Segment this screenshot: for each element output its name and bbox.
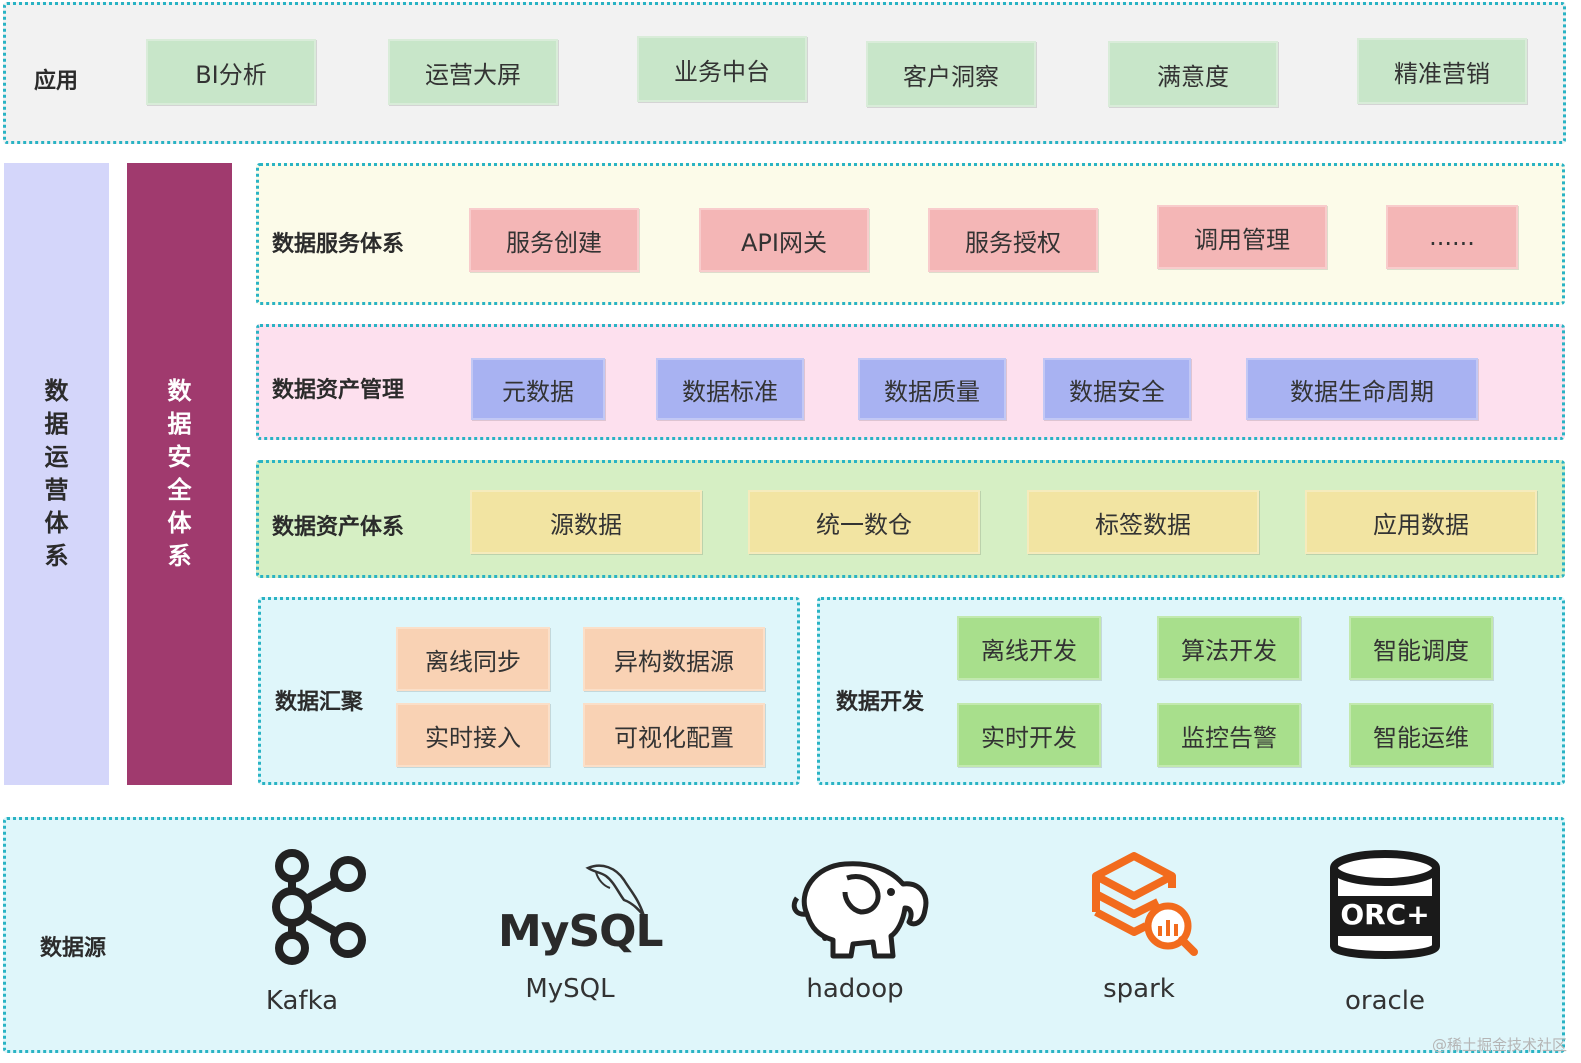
data-service-panel: 数据服务体系: [256, 163, 1565, 305]
data-source-label: 数据源: [40, 936, 107, 961]
oracle-label: oracle: [1344, 986, 1426, 1016]
api-gateway[interactable]: API网关: [699, 208, 869, 272]
orc-database-icon: [1330, 850, 1440, 959]
data-security[interactable]: 数据安全: [1043, 358, 1191, 420]
realtime-dev[interactable]: 实时开发: [957, 703, 1101, 767]
data-lifecycle[interactable]: 数据生命周期: [1246, 358, 1478, 420]
app-item-ops-screen[interactable]: 运营大屏: [388, 39, 558, 105]
app-item-bi[interactable]: BI分析: [146, 39, 316, 105]
orc-logo-text: ORC+: [1340, 898, 1430, 931]
app-item-customer-insight[interactable]: 客户洞察: [866, 41, 1036, 107]
data-development-label: 数据开发: [836, 690, 925, 715]
data-service-label: 数据服务体系: [272, 232, 405, 257]
monitor-alert[interactable]: 监控告警: [1157, 703, 1301, 767]
watermark: @稀土掘金技术社区: [1431, 1036, 1567, 1054]
data-ops-system-label: 数据运营体系: [44, 377, 69, 570]
service-create[interactable]: 服务创建: [469, 208, 639, 272]
app-item-business-platform[interactable]: 业务中台: [637, 36, 807, 102]
service-authorization[interactable]: 服务授权: [928, 208, 1098, 272]
data-security-system-bar: 数据安全体系: [127, 163, 232, 785]
data-source-panel: 数据源: [3, 817, 1565, 1053]
smart-scheduling[interactable]: 智能调度: [1349, 616, 1493, 680]
tag-data[interactable]: 标签数据: [1027, 490, 1259, 554]
application-label: 应用: [34, 69, 79, 94]
data-standard[interactable]: 数据标准: [656, 358, 804, 420]
call-management[interactable]: 调用管理: [1157, 205, 1327, 269]
data-ops-system-bar: 数据运营体系: [4, 163, 109, 785]
hadoop-elephant-icon: [791, 861, 929, 959]
kafka-icon: [272, 849, 366, 965]
data-security-system-label: 数据安全体系: [167, 377, 192, 570]
visual-config[interactable]: 可视化配置: [583, 703, 765, 767]
mysql-label: MySQL: [525, 974, 615, 1004]
realtime-ingest[interactable]: 实时接入: [396, 703, 550, 767]
heterogeneous-source[interactable]: 异构数据源: [583, 627, 765, 691]
app-item-precision-marketing[interactable]: 精准营销: [1357, 38, 1527, 104]
unified-warehouse[interactable]: 统一数仓: [748, 490, 980, 554]
smart-ops[interactable]: 智能运维: [1349, 703, 1493, 767]
spark-icon: [1092, 852, 1198, 956]
offline-sync[interactable]: 离线同步: [396, 627, 550, 691]
data-asset-management-label: 数据资产管理: [272, 378, 405, 403]
source-data[interactable]: 源数据: [470, 490, 702, 554]
kafka-label: Kafka: [265, 986, 339, 1016]
spark-label: spark: [1103, 974, 1175, 1004]
service-more[interactable]: ......: [1386, 205, 1518, 269]
mysql-dolphin-icon: [585, 864, 646, 917]
algorithm-dev[interactable]: 算法开发: [1157, 616, 1301, 680]
application-data[interactable]: 应用数据: [1305, 490, 1537, 554]
hadoop-label: hadoop: [806, 974, 904, 1004]
data-quality[interactable]: 数据质量: [858, 358, 1006, 420]
offline-dev[interactable]: 离线开发: [957, 616, 1101, 680]
data-asset-system-label: 数据资产体系: [272, 515, 405, 540]
metadata[interactable]: 元数据: [471, 358, 605, 420]
mysql-logo-text: MySQL: [498, 906, 664, 957]
app-item-satisfaction[interactable]: 满意度: [1108, 41, 1278, 107]
data-aggregation-label: 数据汇聚: [275, 690, 364, 715]
